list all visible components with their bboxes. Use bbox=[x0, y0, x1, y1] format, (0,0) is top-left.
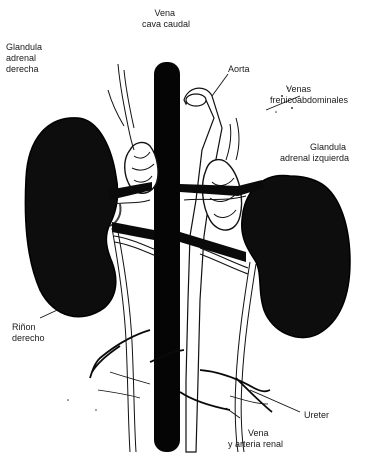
vena-cava bbox=[154, 62, 180, 452]
label-aorta: Aorta bbox=[228, 64, 250, 74]
label-kidney: Riñon derecho bbox=[12, 322, 45, 343]
left-kidney bbox=[242, 175, 350, 337]
label-right-adrenal-gland: Glandula adrenal derecha bbox=[6, 42, 45, 74]
right-kidney bbox=[25, 118, 117, 317]
aorta-top bbox=[186, 94, 206, 106]
ureters bbox=[112, 228, 256, 452]
label-left-adrenal-gland: Glandula adrenal izquierda bbox=[280, 142, 349, 163]
lower-vessels bbox=[90, 330, 272, 412]
label-phrenicoabdominal-veins: Venas frenicoabdominales bbox=[270, 84, 349, 105]
label-vena-cava: Vena cava caudal bbox=[142, 8, 190, 29]
label-ureter: Ureter bbox=[304, 410, 329, 420]
